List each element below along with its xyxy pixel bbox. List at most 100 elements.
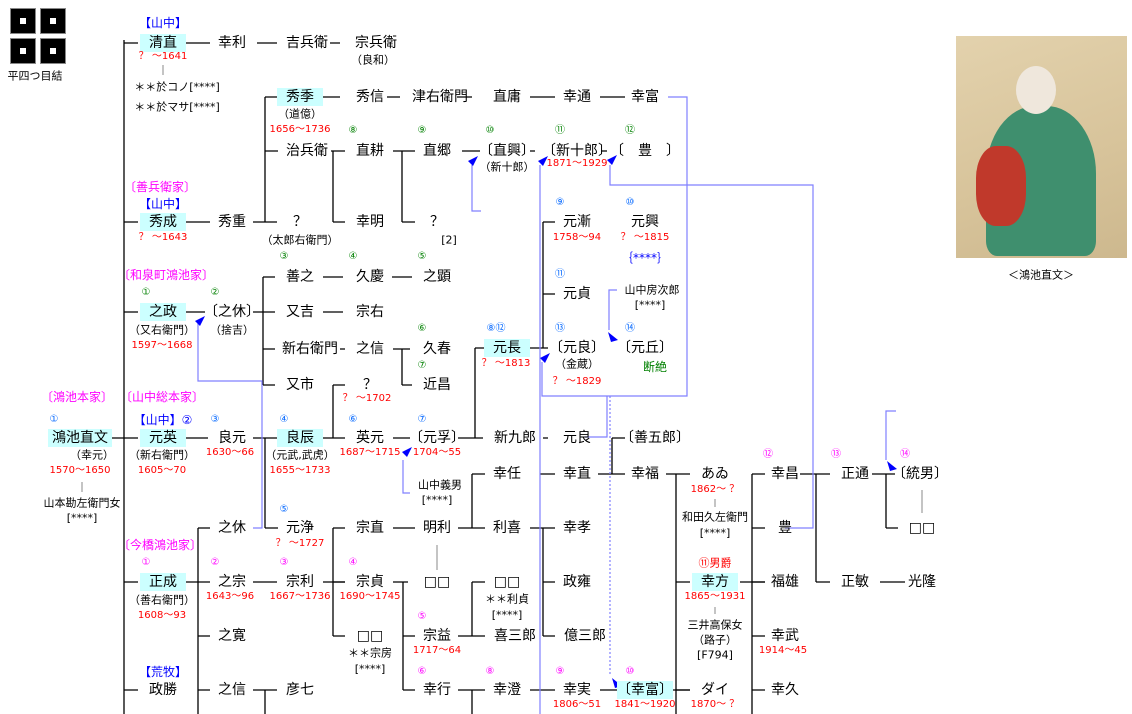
muneyasu-generation-number: ⑤ <box>417 611 427 622</box>
yukiaki-person-name[interactable]: 幸明 <box>356 214 384 230</box>
hidenari-person-name[interactable]: 秀成 <box>140 213 186 231</box>
yukitaka-person-name[interactable]: 幸孝 <box>563 520 591 536</box>
yukimichi-person-name[interactable]: 幸通 <box>563 89 591 105</box>
motokiyo-person-name[interactable]: 元浄 <box>286 520 314 536</box>
naooki-person-name[interactable]: 〔直興〕 <box>479 143 535 159</box>
hidenobu-person-name[interactable]: 秀信 <box>356 89 384 105</box>
tsuemon-person-name[interactable]: 津右衛門 <box>412 89 468 105</box>
yukitoshi-person-name[interactable]: 幸利 <box>218 35 246 51</box>
yukiyuki-person-name[interactable]: 幸行 <box>423 682 451 698</box>
hikoshichi-person-name[interactable]: 彦七 <box>286 682 314 698</box>
yutaka-person-name[interactable]: 豊 <box>778 520 792 536</box>
chikamasa-person-name[interactable]: 近昌 <box>423 377 451 393</box>
motoyoshi-b-person-name[interactable]: 元良 <box>563 430 591 446</box>
kisaburo-person-name[interactable]: 喜三郎 <box>494 628 536 644</box>
munetoshi-person-name[interactable]: 宗利 <box>286 574 314 590</box>
yukimune-person-name[interactable]: 之宗 <box>218 574 246 590</box>
unnamed1-person-name[interactable]: □□ <box>423 574 451 590</box>
yukihiro-person-name[interactable]: 之寛 <box>218 628 246 644</box>
mitsutaka-person-name[interactable]: 光隆 <box>908 574 936 590</box>
yukitomi-a-person-name[interactable]: 幸富 <box>631 89 659 105</box>
kiyonao-person-name[interactable]: 清直 <box>140 34 186 52</box>
shinjuro-person-name[interactable]: 〔新十郎〕 <box>542 143 612 159</box>
yukimasa-person-name[interactable]: 之政 <box>140 303 186 321</box>
hideshige-person-name[interactable]: 秀重 <box>218 214 246 230</box>
dai-person-name[interactable]: ダイ <box>701 682 729 698</box>
sobee-person-name[interactable]: 宗兵衛 <box>355 35 397 51</box>
kichibee-person-name[interactable]: 吉兵衛 <box>286 35 328 51</box>
akitoshi-person-name[interactable]: 明利 <box>423 520 451 536</box>
hidesue-person-name[interactable]: 秀季 <box>277 88 323 106</box>
motooka-person-name[interactable]: 〔元丘〕 <box>617 340 673 356</box>
yutaka-a-person-name[interactable]: 〔 豊 〕 <box>610 143 680 159</box>
fusajiro-person-name[interactable]: 山中房次郎 <box>624 283 680 297</box>
unnamed2-person-name[interactable]: □□ <box>493 574 521 590</box>
zengoro-person-name[interactable]: 〔善五郎〕 <box>620 430 690 446</box>
mataichi-person-name[interactable]: 又市 <box>286 377 314 393</box>
yukiyasu-person-name[interactable]: 〔之休〕 <box>204 304 260 320</box>
yoshio-person-name[interactable]: 山中義男 <box>418 478 462 492</box>
yukiaki2-person-name[interactable]: 之顕 <box>423 269 451 285</box>
masakatsu-person-name[interactable]: 政勝 <box>149 682 177 698</box>
yoshiyuki-person-name[interactable]: 善之 <box>286 269 314 285</box>
yoshiyuki-generation-number: ③ <box>279 251 289 262</box>
yukikata-generation-number: ⑪男爵 <box>698 556 732 570</box>
masayasu-person-name[interactable]: 政雍 <box>563 574 591 590</box>
unknown1-person-name[interactable]: ？ <box>293 214 307 230</box>
toshiyoshi-person-name[interactable]: 利喜 <box>493 520 521 536</box>
yukikata-life-dates: 1865〜1931 <box>684 591 746 602</box>
unknown2-person-name[interactable]: ？ <box>430 214 444 230</box>
shinkuro-person-name[interactable]: 新九郎 <box>494 430 536 446</box>
motosada-person-name[interactable]: 元貞 <box>563 286 591 302</box>
yukizumi-person-name[interactable]: 幸澄 <box>493 682 521 698</box>
yukihisa-person-name[interactable]: 幸久 <box>771 682 799 698</box>
kyukei-person-name[interactable]: 久慶 <box>356 269 384 285</box>
naotaka-person-name[interactable]: 直耕 <box>356 143 384 159</box>
motozen-person-name[interactable]: 元漸 <box>563 214 591 230</box>
yukiyasu2-person-name[interactable]: 之休 <box>218 520 246 536</box>
masamichi-person-name[interactable]: 正通 <box>841 466 869 482</box>
naotsune-person-name[interactable]: 直庸 <box>493 89 521 105</box>
yukimasa2-person-name[interactable]: 幸昌 <box>771 466 799 482</box>
motozen-generation-number: ⑨ <box>555 197 565 208</box>
motonaga-person-name[interactable]: 元長 <box>484 339 530 357</box>
motoyoshi-person-name[interactable]: 〔元良〕 <box>549 340 605 356</box>
soyu-person-name[interactable]: 宗右 <box>356 304 384 320</box>
motohide-person-name[interactable]: 元英 <box>140 429 186 447</box>
yoshimoto-person-name[interactable]: 良元 <box>218 430 246 446</box>
yukifuku-person-name[interactable]: 幸福 <box>631 466 659 482</box>
unknown3-person-name[interactable]: ？ <box>363 377 377 393</box>
motooki-person-name[interactable]: 元興 <box>631 214 659 230</box>
munenao-person-name[interactable]: 宗直 <box>356 520 384 536</box>
yukikata-person-name[interactable]: 幸方 <box>692 573 738 591</box>
yukinobu2-person-name[interactable]: 之信 <box>218 682 246 698</box>
matayoshi-person-name[interactable]: 又吉 <box>286 304 314 320</box>
yukitada-person-name[interactable]: 幸任 <box>493 466 521 482</box>
yukitomi-person-name[interactable]: 〔幸富〕 <box>617 681 673 699</box>
kyukei-generation-number: ④ <box>348 251 358 262</box>
okusaburo-person-name[interactable]: 億三郎 <box>564 628 606 644</box>
munesada-person-name[interactable]: 宗貞 <box>356 574 384 590</box>
jihee-person-name[interactable]: 治兵衛 <box>286 143 328 159</box>
ai-person-name[interactable]: あゐ <box>701 466 729 482</box>
hidemoto-person-name[interactable]: 英元 <box>356 430 384 446</box>
unnamed4-person-name[interactable]: □□ <box>908 520 936 536</box>
kyushun-person-name[interactable]: 久春 <box>423 341 451 357</box>
naosato-person-name[interactable]: 直郷 <box>423 143 451 159</box>
yukizane-person-name[interactable]: 幸実 <box>563 682 591 698</box>
unnamed3-person-name[interactable]: □□ <box>356 628 384 644</box>
yoshitoki-person-name[interactable]: 良辰 <box>277 429 323 447</box>
fukuo-person-name[interactable]: 福雄 <box>771 574 799 590</box>
yukinao-person-name[interactable]: 幸直 <box>563 466 591 482</box>
yukitake-person-name[interactable]: 幸武 <box>771 628 799 644</box>
portrait-image <box>956 36 1127 258</box>
osao-person-name[interactable]: 〔統男〕 <box>892 466 948 482</box>
shinemon-person-name[interactable]: 新右衛門 <box>282 341 338 357</box>
naobumi-person-name[interactable]: 鴻池直文 <box>48 429 112 447</box>
masatoshi-person-name[interactable]: 正敏 <box>841 574 869 590</box>
yukinobu-person-name[interactable]: 之信 <box>356 341 384 357</box>
yukimasa-generation-number: ① <box>141 287 151 298</box>
masanari-person-name[interactable]: 正成 <box>140 573 186 591</box>
motozane-person-name[interactable]: 〔元孚〕 <box>409 430 465 446</box>
muneyasu-person-name[interactable]: 宗益 <box>423 628 451 644</box>
